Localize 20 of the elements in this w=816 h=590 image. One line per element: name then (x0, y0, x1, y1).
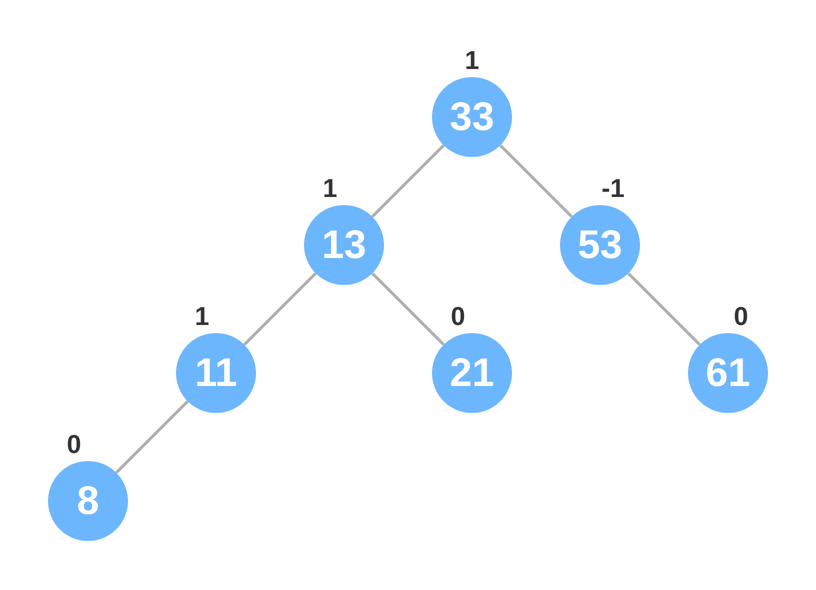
connector-line (627, 272, 701, 346)
balance-factor: 1 (322, 175, 338, 201)
node-value: 8 (76, 481, 100, 521)
balance-factor: 1 (464, 47, 480, 73)
node-value: 11 (194, 353, 238, 393)
node-value: 33 (450, 97, 494, 137)
connector-line (243, 272, 317, 346)
balance-factor: -1 (601, 175, 625, 201)
balance-factor: 1 (194, 303, 210, 329)
node-value: 21 (450, 353, 494, 393)
connector-line (371, 272, 445, 346)
balance-factor: 0 (66, 431, 82, 457)
node-value: 53 (578, 225, 622, 265)
connector-line (371, 144, 445, 218)
node-value: 61 (706, 353, 750, 393)
connector-line (499, 144, 573, 218)
balance-factor: 0 (734, 303, 748, 329)
connector-line (115, 400, 189, 474)
node-value: 13 (322, 225, 366, 265)
balance-factor: 0 (450, 303, 466, 329)
